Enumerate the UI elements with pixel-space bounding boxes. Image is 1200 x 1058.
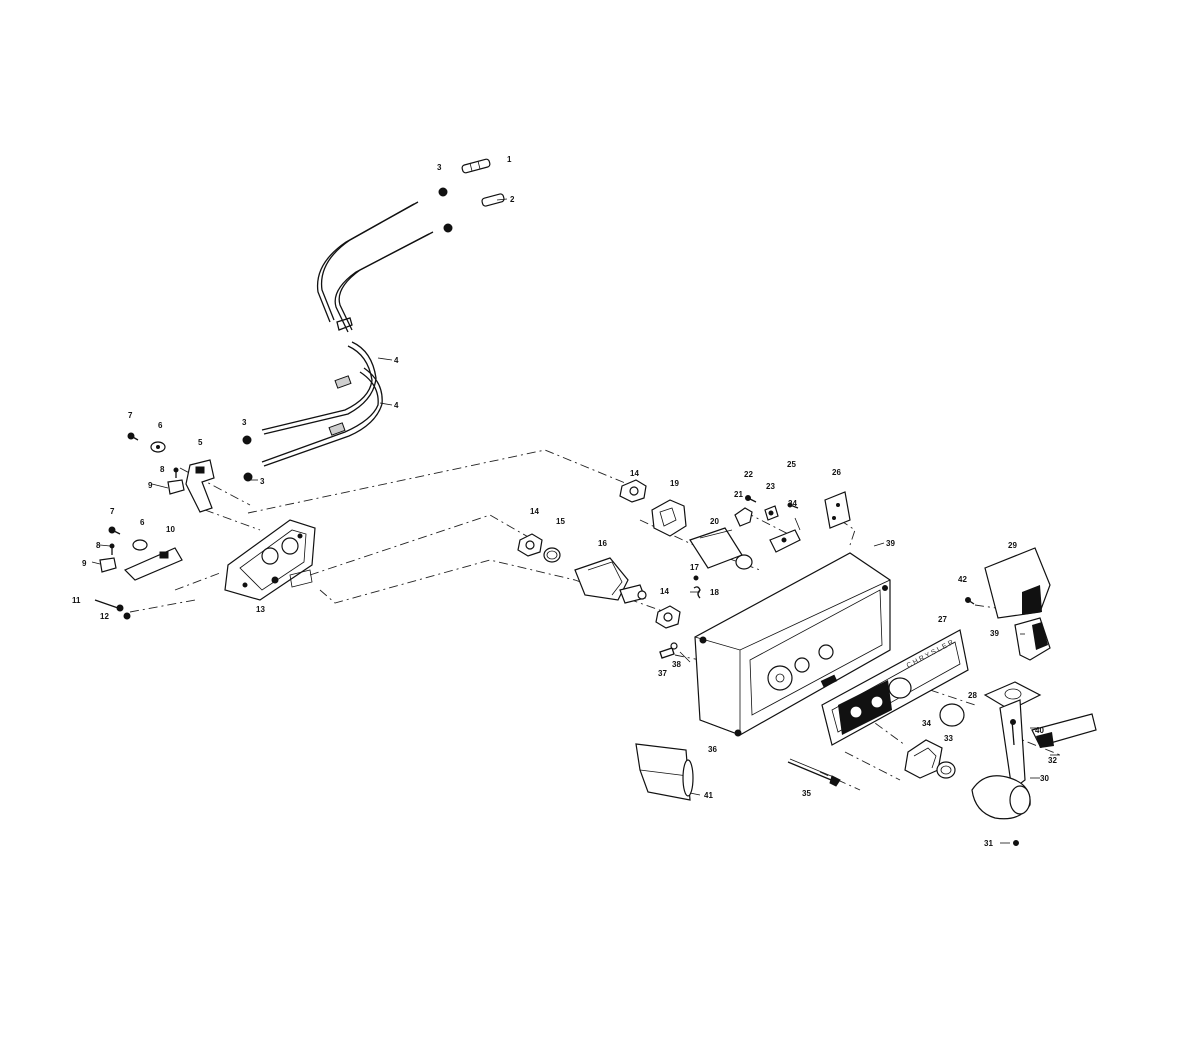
- part-label-24: 24: [788, 499, 797, 508]
- part-label-22: 22: [744, 470, 753, 479]
- label-leader-lines: [91, 198, 1060, 844]
- part-label-8: 8: [96, 541, 101, 550]
- loose-hardware: [635, 597, 975, 801]
- part-label-4: 4: [394, 401, 399, 410]
- part-label-6: 6: [158, 421, 163, 430]
- part-label-21: 21: [734, 490, 743, 499]
- part-label-10: 10: [166, 525, 175, 534]
- part-label-16: 16: [598, 539, 607, 548]
- part-label-38: 38: [672, 660, 681, 669]
- part-label-37: 37: [658, 669, 667, 678]
- part-label-15: 15: [556, 517, 565, 526]
- part-label-14: 14: [530, 507, 539, 516]
- part-label-7: 7: [128, 411, 133, 420]
- part-label-4: 4: [394, 356, 399, 365]
- part-label-2: 2: [510, 195, 515, 204]
- part-label-32: 32: [1048, 756, 1057, 765]
- part-label-17: 17: [690, 563, 699, 572]
- part-label-31: 31: [984, 839, 993, 848]
- part-label-3: 3: [437, 163, 442, 172]
- part-label-35: 35: [802, 789, 811, 798]
- left-linkage-parts: [94, 432, 215, 620]
- part-label-5: 5: [198, 438, 203, 447]
- part-label-13: 13: [256, 605, 265, 614]
- part-label-39: 39: [990, 629, 999, 638]
- shaft-assembly-parts: [517, 479, 753, 629]
- control-box: [694, 552, 891, 737]
- part-label-36: 36: [708, 745, 717, 754]
- assembly-guide-lines: [129, 449, 1061, 791]
- part-label-9: 9: [82, 559, 87, 568]
- part-label-1: 1: [507, 155, 512, 164]
- part-label-42: 42: [958, 575, 967, 584]
- lens-and-nut: [904, 703, 965, 779]
- part-label-12: 12: [100, 612, 109, 621]
- cable-end-fittings: [438, 158, 505, 233]
- part-label-11: 11: [72, 596, 81, 605]
- control-lever: [971, 681, 1097, 846]
- part-label-19: 19: [670, 479, 679, 488]
- part-label-8: 8: [160, 465, 165, 474]
- part-label-3: 3: [260, 477, 265, 486]
- part-label-28: 28: [968, 691, 977, 700]
- part-label-30: 30: [1040, 774, 1049, 783]
- part-label-6: 6: [140, 518, 145, 527]
- part-label-23: 23: [766, 482, 775, 491]
- part-label-41: 41: [704, 791, 713, 800]
- part-label-20: 20: [710, 517, 719, 526]
- part-label-25: 25: [787, 460, 796, 469]
- part-number-labels: 1 2 3 3 3 4 4 5 6 6 7 7 8 8 9 9 10 11 12…: [72, 155, 1057, 848]
- switch-hardware: [734, 491, 851, 553]
- switch-cover: [984, 547, 1051, 661]
- part-label-9: 9: [148, 481, 153, 490]
- gear-housing: [224, 519, 316, 601]
- part-label-26: 26: [832, 468, 841, 477]
- part-label-39: 39: [886, 539, 895, 548]
- part-label-3: 3: [242, 418, 247, 427]
- part-label-27: 27: [938, 615, 947, 624]
- part-label-14: 14: [660, 587, 669, 596]
- part-label-14: 14: [630, 469, 639, 478]
- part-label-40: 40: [1035, 726, 1044, 735]
- part-label-7: 7: [110, 507, 115, 516]
- control-cables: [242, 201, 434, 482]
- faceplate: CHRYSLER: [821, 629, 969, 746]
- part-label-33: 33: [944, 734, 953, 743]
- part-label-34: 34: [922, 719, 931, 728]
- part-label-18: 18: [710, 588, 719, 597]
- part-label-29: 29: [1008, 541, 1017, 550]
